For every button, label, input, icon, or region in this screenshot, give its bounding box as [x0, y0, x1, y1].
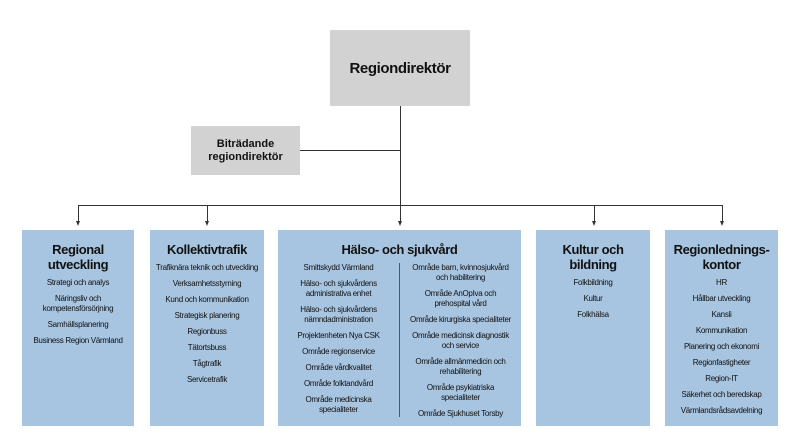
unit-item: Servicetrafik [186, 375, 228, 384]
unit-item: Hälso- och sjukvårdens nämndadministrati… [300, 305, 377, 324]
unit-item: Hållbar utveckling [692, 294, 751, 303]
connector-drop [78, 205, 79, 223]
director-box: Regiondirektör [330, 30, 470, 106]
unit-item: Värmlandsrådsavdelning [680, 406, 763, 415]
unit-item: Område medicinsk diagnostik och service [412, 331, 509, 350]
unit-item: Område Sjukhuset Torsby [418, 409, 503, 418]
connector-drop [722, 205, 723, 223]
unit-item: Strategi och analys [46, 278, 110, 287]
unit-item: Folkbildning [573, 278, 613, 287]
unit-title: Hälso- och sjukvård [341, 242, 458, 257]
unit-regionledningskontor: Regionlednings-kontor HR Hållbar utveckli… [665, 230, 778, 426]
unit-kollektivtrafik: Kollektivtrafik Trafiknära teknik och ut… [150, 230, 264, 426]
unit-title: Regional utveckling [47, 242, 109, 272]
arrow-down-icon [398, 221, 402, 226]
column-divider [399, 263, 400, 417]
unit-item: Verksamhetsstyrning [172, 279, 242, 288]
unit-item: Tågtrafik [192, 359, 222, 368]
arrow-down-icon [76, 221, 80, 226]
connector-horizontal-bar [78, 205, 723, 206]
unit-item: Business Region Värmland [33, 336, 123, 345]
unit-item: Projektenheten Nya CSK [297, 331, 380, 340]
deputy-title: Biträdande regiondirektör [208, 137, 283, 163]
arrow-down-icon [205, 221, 209, 226]
unit-item: Smittskydd Värmland [303, 263, 374, 272]
unit-item: Kommunikation [695, 326, 748, 335]
arrow-down-icon [592, 221, 596, 226]
unit-item: Område regionservice [302, 347, 375, 356]
unit-item: Område folktandvård [303, 379, 373, 388]
unit-item: Kultur [583, 294, 603, 303]
unit-item: Regionbuss [187, 327, 227, 336]
unit-item: Kund och kommunikation [165, 295, 249, 304]
unit-item: Område allmänmedicin och rehabilitering [415, 357, 506, 376]
unit-item: Område psykiatriska specialiteter [426, 383, 495, 402]
unit-title: Kultur och bildning [562, 242, 624, 272]
unit-item: Folkhälsa [577, 310, 609, 319]
deputy-box: Biträdande regiondirektör [191, 126, 300, 175]
unit-item: Planering och ekonomi [683, 342, 760, 351]
unit-item: HR [716, 278, 727, 287]
unit-item: Tätortsbuss [187, 343, 227, 352]
unit-item: Trafiknära teknik och utveckling [155, 263, 259, 272]
unit-item: Område barn, kvinnosjukvård och habilite… [412, 263, 509, 282]
arrow-down-icon [720, 221, 724, 226]
unit-item: Område vårdkvalitet [305, 363, 372, 372]
connector-deputy [300, 150, 400, 151]
unit-item: Regionfastigheter [692, 358, 751, 367]
director-title: Regiondirektör [349, 59, 451, 77]
unit-item: Strategisk planering [174, 311, 240, 320]
unit-item: Område medicinska specialiteter [305, 395, 372, 414]
unit-item: Region-IT [705, 374, 738, 383]
unit-title: Regionlednings-kontor [673, 242, 770, 272]
connector-main-vertical [400, 106, 401, 224]
unit-item: Samhällsplanering [47, 320, 109, 329]
connector-drop [594, 205, 595, 223]
connector-drop [207, 205, 208, 223]
unit-item: Kansli [711, 310, 732, 319]
unit-item: Område AnOpIva och prehospital vård [424, 289, 497, 308]
unit-item: Hälso- och sjukvårdens administrativa en… [300, 279, 377, 298]
unit-item: Näringsliv och kompetensförsörjning [42, 294, 114, 313]
unit-item: Område kirurgiska specialiteter [410, 315, 511, 324]
unit-title: Kollektivtrafik [167, 242, 247, 257]
unit-item: Säkerhet och beredskap [681, 390, 762, 399]
